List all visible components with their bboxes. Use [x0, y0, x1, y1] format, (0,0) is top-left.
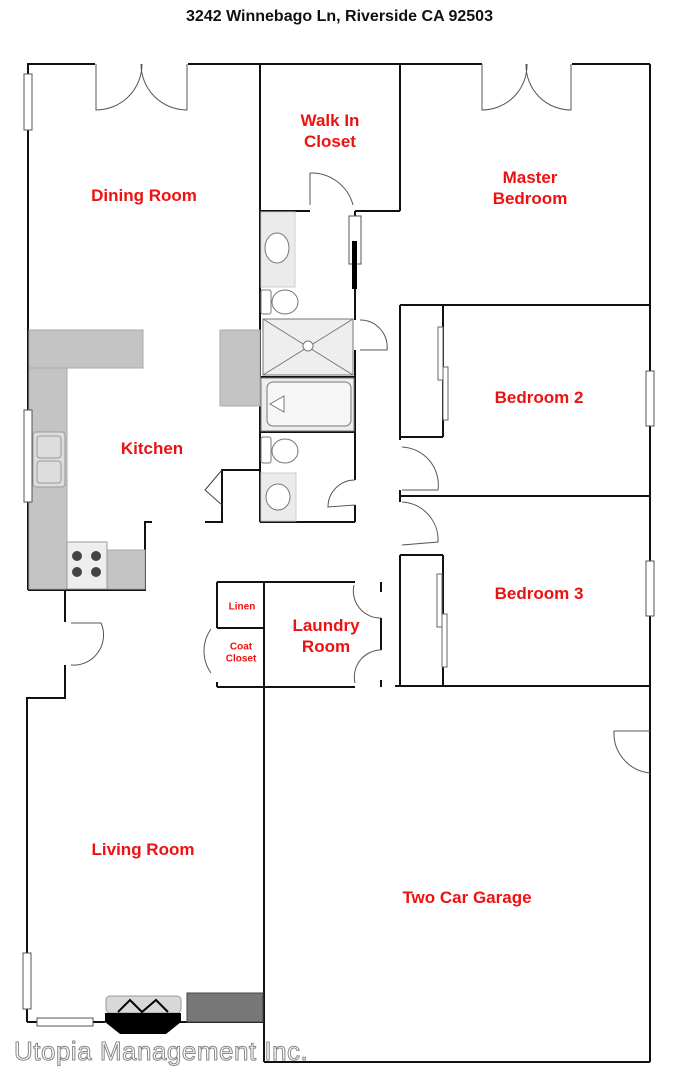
fireplace-icon — [105, 995, 182, 1034]
kitchen-sink-icon — [32, 431, 66, 488]
label-walk-in-closet-2: Closet — [304, 132, 356, 152]
label-linen: Linen — [228, 601, 256, 613]
bathroom-fixtures — [260, 211, 355, 522]
label-living-room: Living Room — [91, 840, 195, 860]
label-bedroom-3: Bedroom 3 — [494, 584, 584, 604]
label-dining-room: Dining Room — [91, 186, 197, 206]
closet-sliding-doors — [436, 326, 449, 668]
label-laundry-room-1: Laundry — [292, 616, 360, 636]
label-master-bedroom-1: Master — [502, 168, 558, 188]
label-laundry-room-2: Room — [301, 637, 351, 657]
door-swings — [70, 63, 651, 774]
pantry-door — [204, 469, 223, 506]
sliding-door-bar — [352, 241, 357, 289]
label-kitchen: Kitchen — [120, 439, 184, 459]
watermark: Utopia Management Inc. — [13, 1036, 309, 1067]
windows — [22, 73, 655, 1027]
hearth-bench — [186, 992, 264, 1023]
stove-icon — [66, 541, 108, 590]
label-garage: Two Car Garage — [402, 888, 532, 908]
floor-plan-title: 3242 Winnebago Ln, Riverside CA 92503 — [186, 8, 493, 25]
label-master-bedroom-2: Bedroom — [492, 189, 568, 209]
label-coat-closet-2: Closet — [225, 653, 257, 665]
label-coat-closet-1: Coat — [229, 641, 253, 653]
label-bedroom-2: Bedroom 2 — [494, 388, 584, 408]
label-walk-in-closet-1: Walk In — [300, 111, 360, 131]
